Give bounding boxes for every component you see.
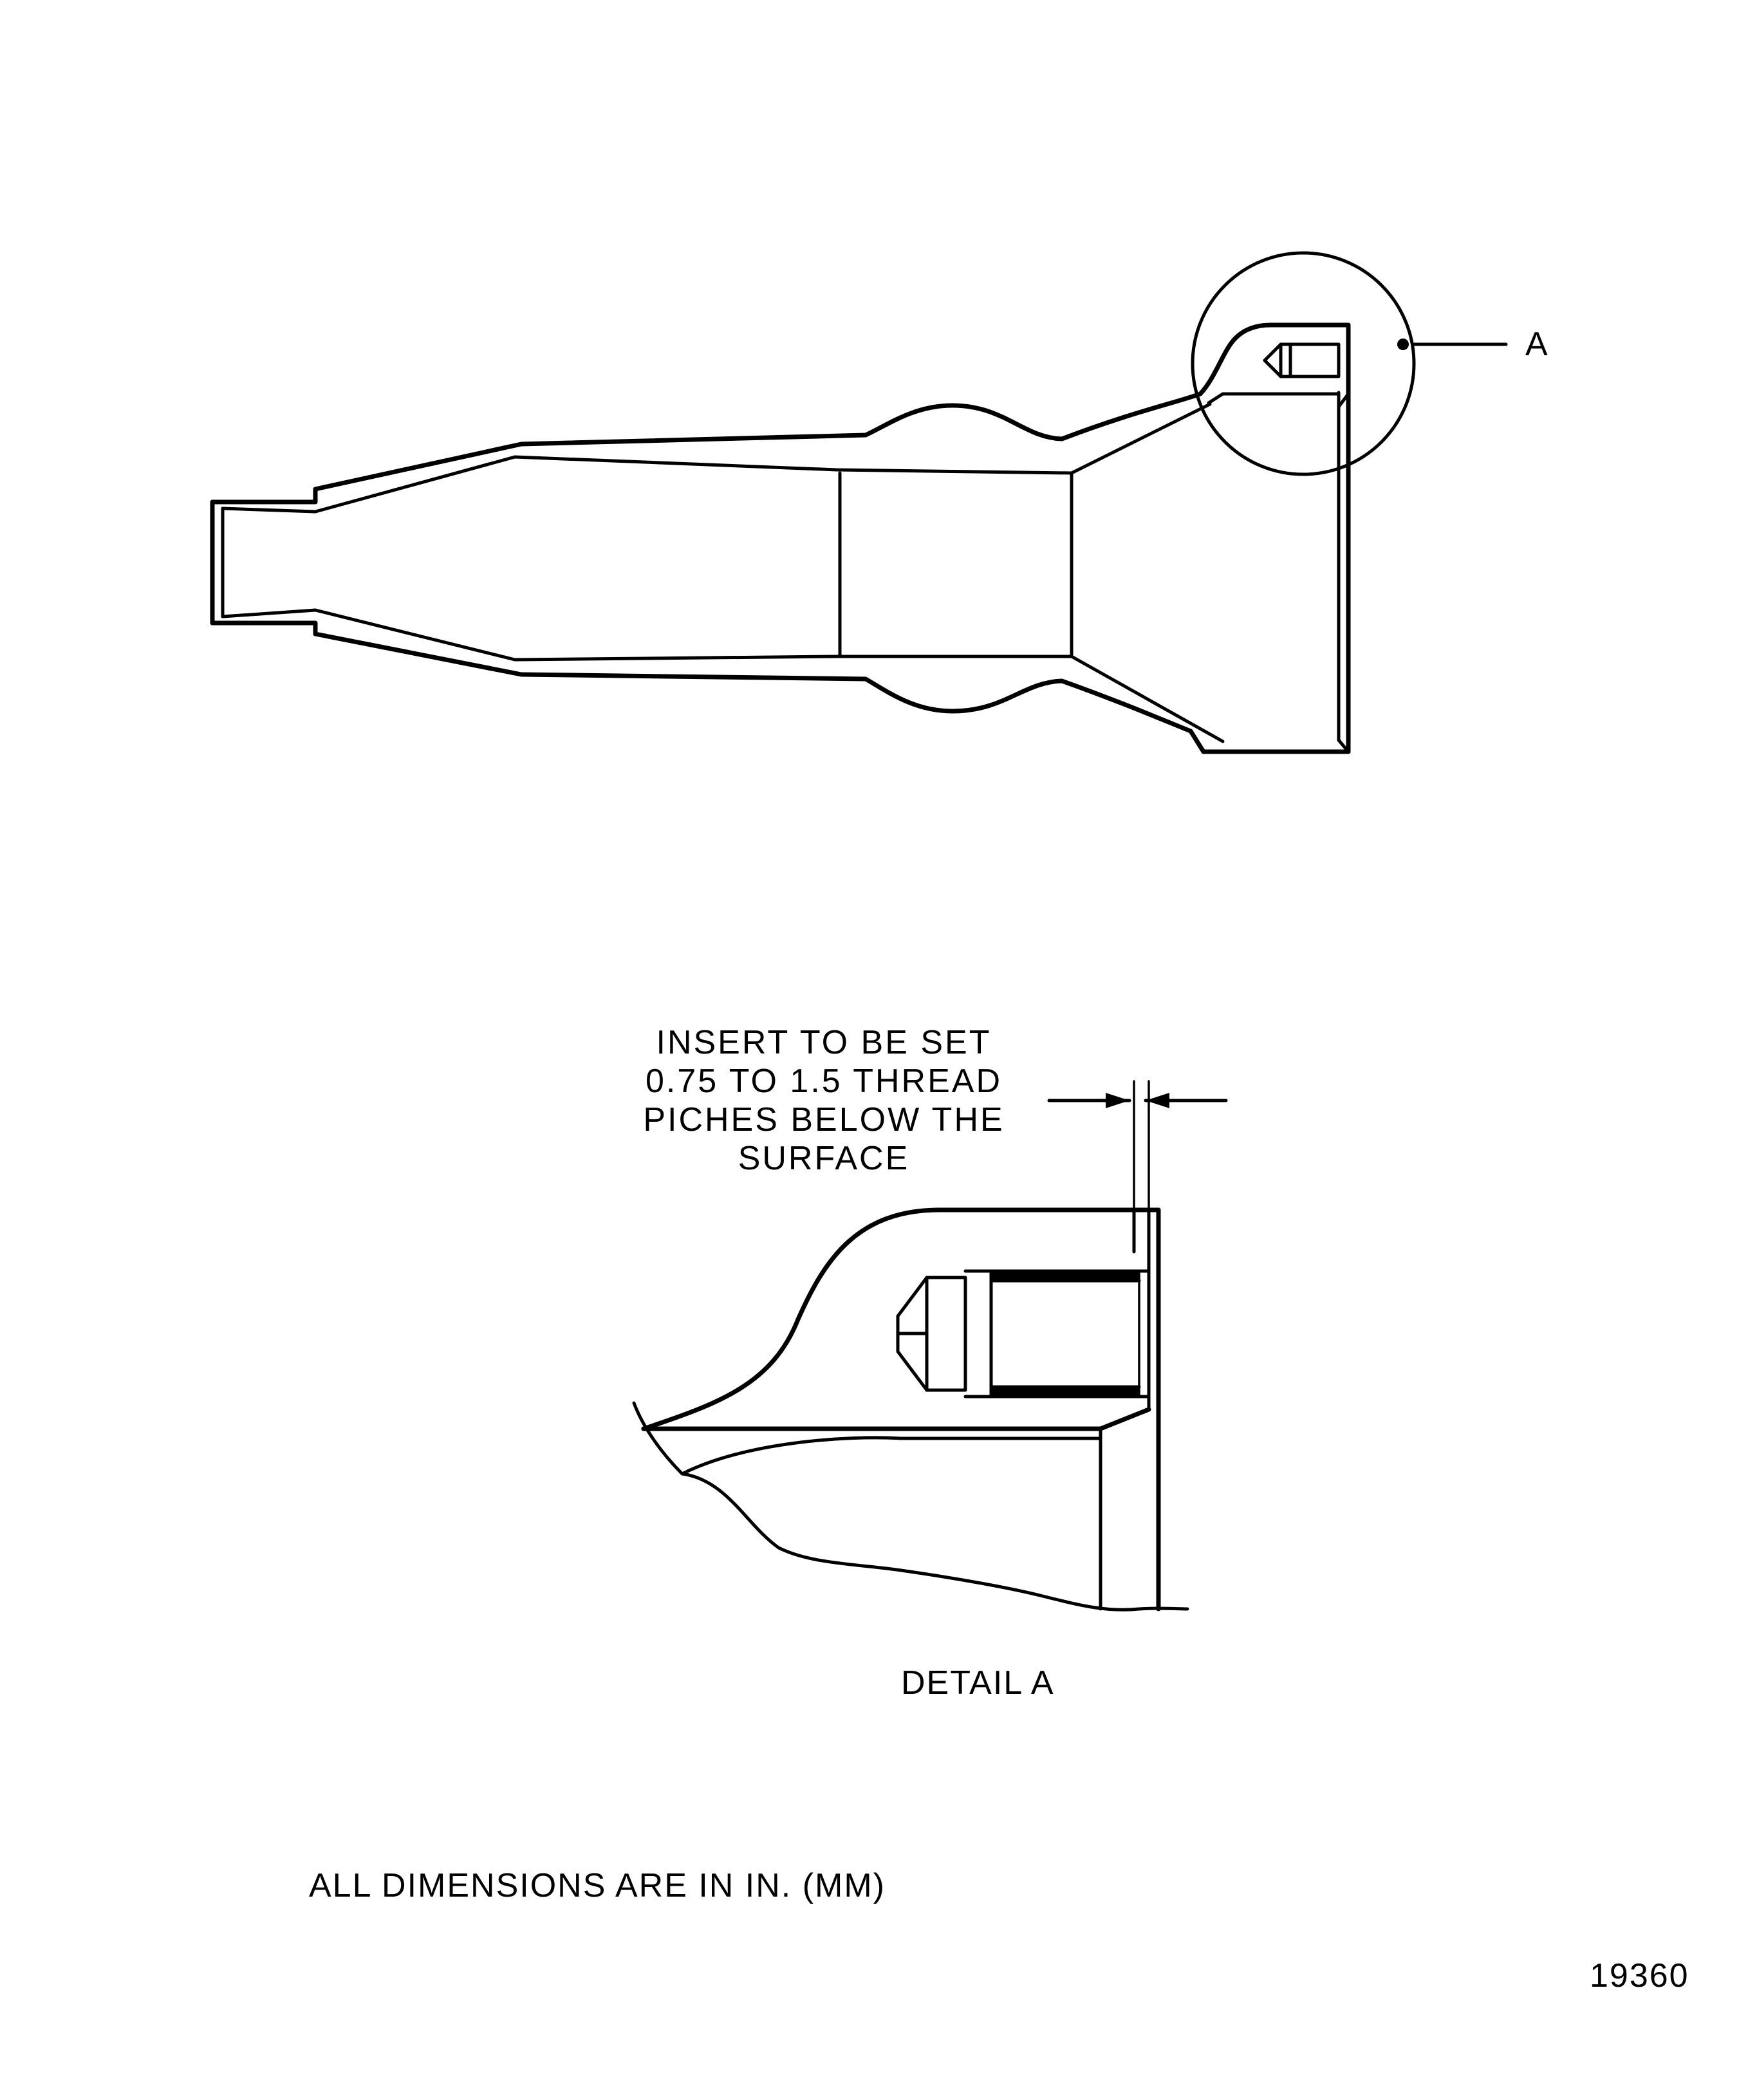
detail-a-view [632,1080,1228,1612]
leader-dot [1397,339,1409,350]
detail-note: INSERT TO BE SET 0.75 TO 1.5 THREAD PICH… [579,1023,1068,1178]
detail-note-line: PICHES BELOW THE [643,1101,1005,1138]
threaded-insert [896,1269,1151,1398]
detail-note-line: INSERT TO BE SET [656,1024,992,1061]
figure-number: 19360 [1590,1957,1689,1994]
callout-letter-a: A [1525,326,1549,363]
detail-note-line: 0.75 TO 1.5 THREAD [645,1063,1003,1100]
units-note: ALL DIMENSIONS ARE IN IN. (MM) [309,1867,886,1904]
detail-note-line: SURFACE [738,1140,910,1177]
detail-title: DETAIL A [901,1664,1055,1702]
housing-side-view [210,322,1351,754]
detail-a-callout [1191,251,1508,476]
